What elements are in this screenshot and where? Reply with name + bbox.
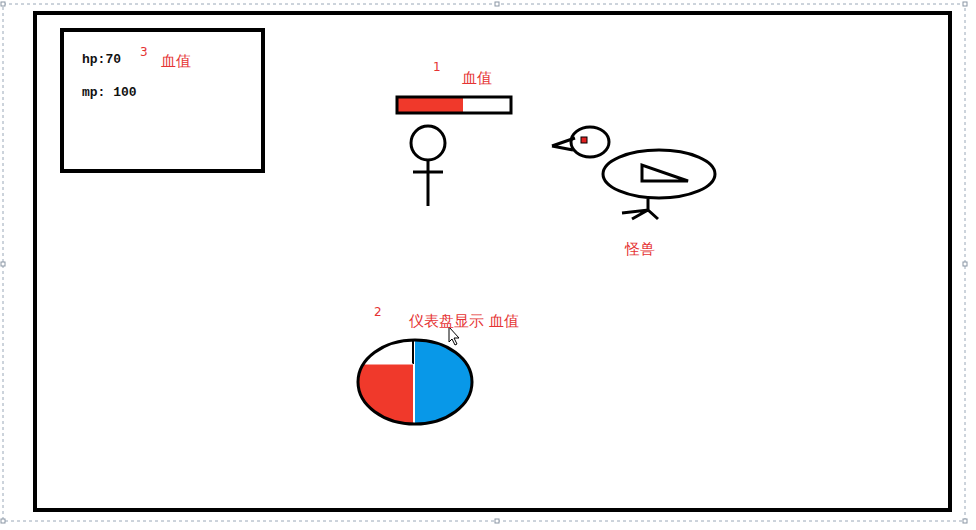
stat-text: hp:70 xyxy=(82,52,121,67)
health-bar-fill xyxy=(397,97,463,113)
health-bar-back xyxy=(397,97,511,113)
gauge-fill xyxy=(350,335,485,435)
status-panel: hp:70 mp: 100 xyxy=(60,28,265,173)
annotation-text: 血值 xyxy=(462,69,492,87)
annotation-text: 仪表盘显示 血值 xyxy=(409,312,519,330)
callout-number: 2 xyxy=(374,305,382,319)
monster-figure xyxy=(552,127,715,219)
annotation-text: 血值 xyxy=(161,52,191,70)
selection-handles xyxy=(1,2,967,523)
callout-number: 1 xyxy=(433,60,441,74)
health-bar-frame xyxy=(397,97,511,113)
gauge-outline xyxy=(358,340,472,424)
gauge-edge xyxy=(364,364,413,365)
gauge-tick xyxy=(412,340,414,364)
selection-frame xyxy=(3,4,965,521)
player-figure xyxy=(411,126,445,206)
callout-number: 3 xyxy=(140,45,148,59)
annotation-text: 怪兽 xyxy=(625,240,655,258)
scene-frame xyxy=(35,13,950,510)
stat-text: mp: 100 xyxy=(82,85,137,100)
